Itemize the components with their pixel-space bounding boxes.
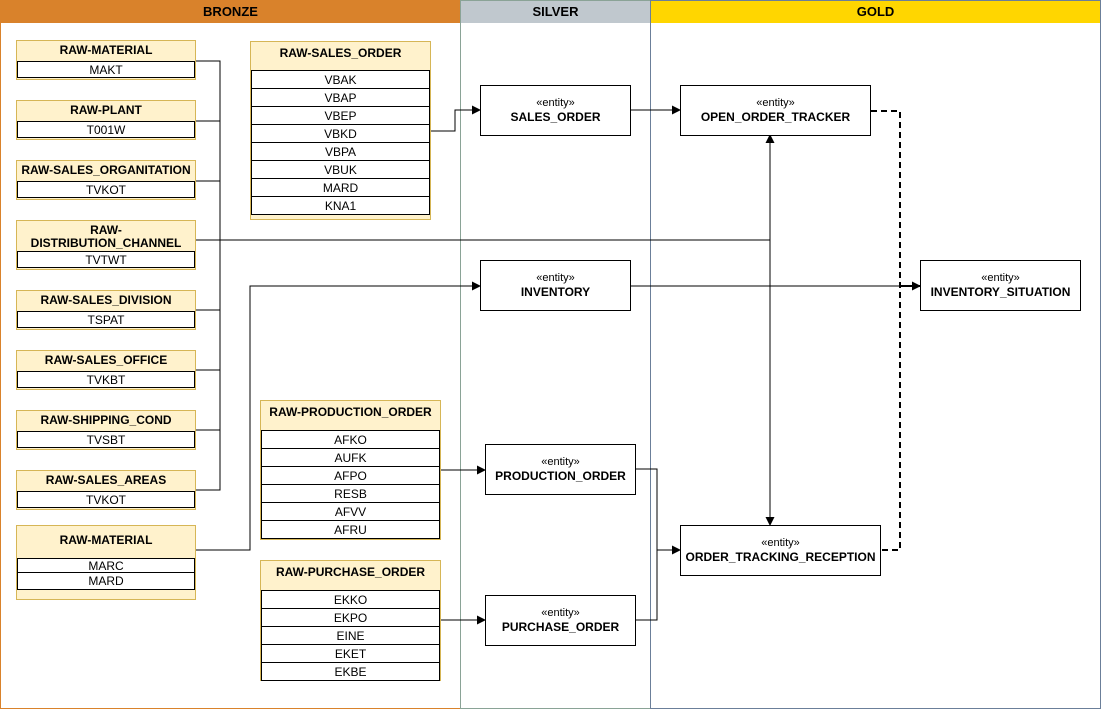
table-row: EKET [261,645,440,663]
table-row: AUFK [261,449,440,467]
table-row: TVKOT [17,181,195,198]
entity-purchase-order: «entity» PURCHASE_ORDER [485,595,636,646]
table-row: TVKBT [17,371,195,388]
table-header: RAW-SALES_AREAS [45,473,167,487]
entity-inventory-situation: «entity» INVENTORY_SITUATION [920,260,1081,311]
table-row: VBPA [251,143,430,161]
table-row: EINE [261,627,440,645]
connector-raw-sales-order [431,105,481,132]
raw-sales-areas-table: RAW-SALES_AREAS TVKOT [16,470,196,510]
raw-distribution-channel-table: RAW- DISTRIBUTION_CHANNEL TVTWT [16,220,196,270]
lane-gold-header: GOLD [651,1,1100,23]
table-row: EKKO [261,590,440,609]
table-header: RAW-PRODUCTION_ORDER [269,405,432,419]
table-row: RESB [261,485,440,503]
lane-bronze-header: BRONZE [1,1,460,23]
raw-sales-organitation-table: RAW-SALES_ORGANITATION TVKOT [16,160,196,200]
table-row: KNA1 [251,197,430,215]
table-header: RAW-SALES_OFFICE [44,353,168,367]
table-header: RAW-SHIPPING_COND [40,413,172,427]
entity-name: INVENTORY_SITUATION [930,284,1071,299]
table-row: TVSBT [17,431,195,448]
table-row: AFPO [261,467,440,485]
entity-name: OPEN_ORDER_TRACKER [700,109,851,124]
entity-stereotype: «entity» [981,271,1020,284]
entity-stereotype: «entity» [756,96,795,109]
raw-production-order-table: RAW-PRODUCTION_ORDER AFKO AUFK AFPO RESB… [260,400,441,540]
raw-sales-order-table: RAW-SALES_ORDER VBAK VBAP VBEP VBKD VBPA… [250,41,431,220]
table-row: TVKOT [17,491,195,508]
connector-dashed-gold [871,110,901,551]
raw-purchase-order-table: RAW-PURCHASE_ORDER EKKO EKPO EINE EKET E… [260,560,441,681]
connector-production-reception [636,468,658,621]
table-row: AFRU [261,521,440,539]
table-row: VBAP [251,89,430,107]
table-row: TSPAT [17,311,195,328]
table-row: MARC [17,558,195,573]
table-header: RAW-PLANT [70,103,142,117]
entity-name: INVENTORY [520,284,591,299]
entity-stereotype: «entity» [541,455,580,468]
entity-sales-order: «entity» SALES_ORDER [480,85,631,136]
entity-stereotype: «entity» [541,606,580,619]
table-row: EKPO [261,609,440,627]
raw-sales-division-table: RAW-SALES_DIVISION TSPAT [16,290,196,330]
entity-name: SALES_ORDER [510,109,601,124]
raw-plant-table: RAW-PLANT T001W [16,100,196,140]
table-row: AFKO [261,430,440,449]
raw-material-makt-table: RAW-MATERIAL MAKT [16,40,196,80]
entity-production-order: «entity» PRODUCTION_ORDER [485,444,636,495]
table-row: MARD [251,179,430,197]
entity-stereotype: «entity» [536,271,575,284]
raw-sales-office-table: RAW-SALES_OFFICE TVKBT [16,350,196,390]
table-header: RAW-SALES_ORDER [279,46,402,60]
raw-shipping-cond-table: RAW-SHIPPING_COND TVSBT [16,410,196,450]
table-header: RAW-PURCHASE_ORDER [275,565,426,579]
table-row: MAKT [17,61,195,78]
entity-name: PRODUCTION_ORDER [495,468,626,483]
table-header: RAW-MATERIAL [59,533,153,547]
entity-stereotype: «entity» [536,96,575,109]
connector-makt-bus [196,60,221,491]
raw-material-marc-table: RAW-MATERIAL MARC MARD [16,525,196,600]
table-row: TVTWT [17,251,195,268]
table-header: RAW- DISTRIBUTION_CHANNEL [30,223,182,250]
table-row: VBAK [251,70,430,89]
table-row: VBKD [251,125,430,143]
entity-name: ORDER_TRACKING_RECEPTION [685,549,876,564]
entity-inventory: «entity» INVENTORY [480,260,631,311]
table-header: RAW-SALES_ORGANITATION [21,163,191,177]
connector-raw-material-inventory [196,281,481,551]
lane-silver-header: SILVER [461,1,650,23]
entity-order-tracking-reception: «entity» ORDER_TRACKING_RECEPTION [680,525,881,576]
table-row: AFVV [261,503,440,521]
entity-open-order-tracker: «entity» OPEN_ORDER_TRACKER [680,85,871,136]
table-row: T001W [17,121,195,138]
table-row: EKBE [261,663,440,681]
table-row: VBEP [251,107,430,125]
entity-name: PURCHASE_ORDER [501,619,620,634]
table-row: VBUK [251,161,430,179]
table-row: MARD [17,573,195,590]
table-header: RAW-MATERIAL [59,43,153,57]
table-header: RAW-SALES_DIVISION [40,293,172,307]
entity-stereotype: «entity» [761,536,800,549]
